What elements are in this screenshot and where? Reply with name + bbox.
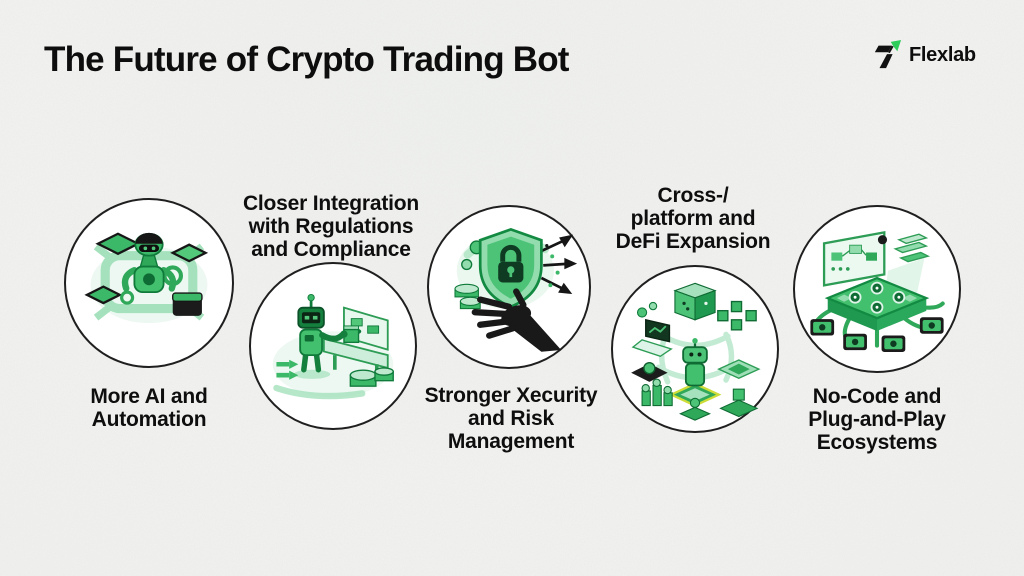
flexlab-mark-icon	[874, 40, 902, 69]
item-label: Stronger Xecurity and Risk Management	[391, 384, 631, 453]
item-label-line: with Regulations	[248, 215, 414, 238]
brand-name: Flexlab	[909, 43, 976, 66]
item-label-line: Automation	[91, 408, 207, 431]
item-label-line: Management	[447, 430, 575, 453]
item-label: Cross-/ platform and DeFi Expansion	[573, 184, 813, 253]
hand-shield-lock-illustration	[454, 227, 578, 352]
item-label-line: Stronger Xecurity	[424, 384, 598, 407]
item-label-line: No-Code and	[812, 385, 942, 408]
item-label-line: platform and	[630, 207, 756, 230]
item-label-line: Plug-and-Play	[808, 408, 946, 431]
item-circle	[427, 205, 591, 369]
item-label-line: Closer Integration	[242, 192, 420, 215]
item-label-line: DeFi Expansion	[615, 230, 771, 253]
item-circle	[611, 265, 779, 433]
brand-logo: Flexlab	[872, 40, 976, 70]
item-label-line: More AI and	[90, 385, 208, 408]
item-label-line: and Compliance	[251, 238, 411, 261]
item-circle	[793, 205, 961, 373]
item-label: More AI and Automation	[29, 385, 269, 431]
item-label: No-Code and Plug-and-Play Ecosystems	[757, 385, 997, 454]
network-nodes-illustration	[631, 282, 761, 421]
item-label-line: Cross-/	[657, 184, 729, 207]
motherboard-modules-illustration	[810, 231, 945, 352]
page-title: The Future of Crypto Trading Bot	[44, 40, 569, 79]
item-circle	[64, 198, 234, 368]
robot-conveyor-illustration	[272, 293, 394, 400]
ai-robot-circuit-illustration	[84, 232, 209, 324]
item-label-line: Ecosystems	[816, 431, 938, 454]
item-label-line: and Risk	[468, 407, 554, 430]
item-label: Closer Integration with Regulations and …	[211, 192, 451, 261]
